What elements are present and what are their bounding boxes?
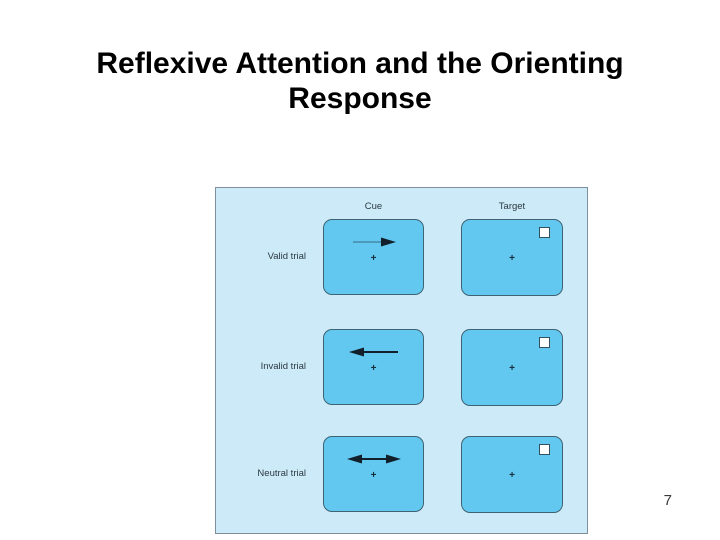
fixation-cross: + (509, 253, 515, 264)
trial-row-neutral: Neutral trial + + (216, 436, 587, 513)
target-square (539, 444, 550, 455)
column-header-target: Target (498, 201, 526, 212)
cueing-paradigm-diagram: Cue Target Valid trial + + Invalid trial… (215, 187, 588, 534)
fixation-cross: + (509, 470, 515, 481)
cue-box: + (323, 219, 424, 295)
page-title-line1: Reflexive Attention and the Orienting (96, 47, 624, 81)
cue-arrow-left-icon (348, 346, 399, 358)
fixation-cross: + (370, 470, 377, 481)
column-header-cue: Cue (364, 201, 383, 212)
cue-box: + (323, 329, 424, 405)
page-number: 7 (663, 492, 672, 509)
fixation-cross: + (509, 363, 515, 374)
target-square (539, 227, 550, 238)
trial-row-invalid: Invalid trial + + (216, 329, 587, 406)
trial-label: Valid trial (267, 251, 306, 262)
trial-row-valid: Valid trial + + (216, 219, 587, 296)
trial-label: Invalid trial (260, 361, 306, 372)
target-box: + (461, 436, 563, 513)
target-box: + (461, 329, 563, 406)
trial-label: Neutral trial (257, 468, 306, 479)
target-box: + (461, 219, 563, 296)
fixation-cross: + (370, 363, 377, 374)
cue-box: + (323, 436, 424, 512)
page-title-line2: Response (288, 82, 432, 116)
cue-arrow-right-icon (352, 236, 396, 248)
page-title: Reflexive Attention and the Orienting Re… (0, 46, 720, 116)
cue-arrow-both-icon (346, 453, 401, 465)
fixation-cross: + (370, 253, 377, 264)
target-square (539, 337, 550, 348)
